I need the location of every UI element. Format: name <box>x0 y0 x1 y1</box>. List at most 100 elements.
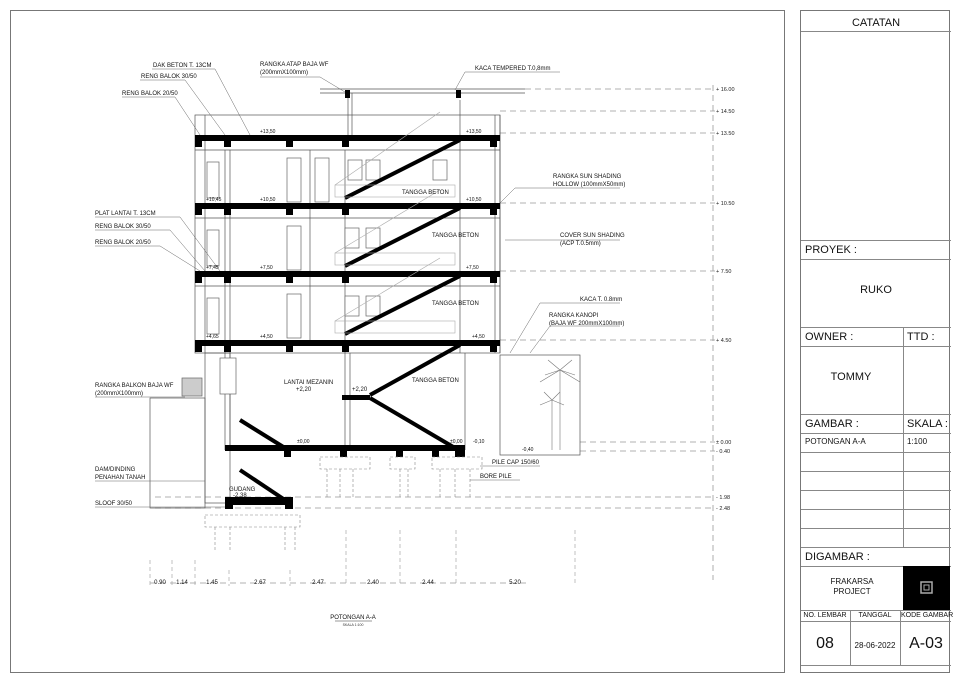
svg-text:2.67: 2.67 <box>254 580 266 586</box>
svg-text:+7,45: +7,45 <box>206 265 219 271</box>
leader-lines <box>95 68 620 508</box>
frakarsa-logo-icon <box>920 581 933 594</box>
svg-text:+ 14.50: + 14.50 <box>716 109 735 115</box>
svg-text:± 0.00: ± 0.00 <box>716 440 731 446</box>
svg-text:TANGGA BETON: TANGGA BETON <box>432 301 479 307</box>
svg-text:+ 10.50: + 10.50 <box>716 201 735 207</box>
svg-text:+7,50: +7,50 <box>466 265 479 271</box>
svg-text:+7,50: +7,50 <box>260 265 273 271</box>
kode-gambar-label: KODE GAMBAR <box>901 612 954 619</box>
svg-text:RANGKA SUN SHADING: RANGKA SUN SHADING <box>553 174 622 180</box>
digambar-value-1: FRAKARSA <box>830 577 874 586</box>
svg-text:RENG BALOK 20/50: RENG BALOK 20/50 <box>122 91 178 97</box>
dimension-ticks <box>149 530 576 586</box>
svg-text:1.45: 1.45 <box>206 580 218 586</box>
svg-text:+10,50: +10,50 <box>466 197 482 203</box>
svg-text:PILE CAP 150/60: PILE CAP 150/60 <box>492 460 540 466</box>
svg-text:±0,00: ±0,00 <box>297 439 310 445</box>
svg-text:-2,38: -2,38 <box>233 493 247 499</box>
elevation-marks: + 16.00 + 14.50 + 13.50 + 10.50 + 7.50 +… <box>716 87 735 512</box>
digambar-value-2: PROJECT <box>833 587 871 596</box>
svg-text:+ 4.50: + 4.50 <box>716 338 731 344</box>
title-block: CATATAN PROYEK : RUKO OWNER : TTD : TOMM… <box>800 10 954 673</box>
stair-handrails <box>334 111 456 334</box>
svg-text:RANGKA ATAP BAJA WF: RANGKA ATAP BAJA WF <box>260 62 329 68</box>
svg-text:- 2.48: - 2.48 <box>716 506 730 512</box>
svg-text:- 0.40: - 0.40 <box>716 449 730 455</box>
svg-text:TANGGA BETON: TANGGA BETON <box>402 190 449 196</box>
svg-text:+2,20: +2,20 <box>296 387 312 393</box>
annotations: DAK BETON T. 13CM RENG BALOK 30/50 RENG … <box>95 62 625 507</box>
owner-value: TOMMY <box>830 371 872 383</box>
svg-text:+10,50: +10,50 <box>260 197 276 203</box>
catatan-label: CATATAN <box>851 17 901 29</box>
svg-text:LANTAI MEZANIN: LANTAI MEZANIN <box>284 380 333 386</box>
svg-text:+ 13.50: + 13.50 <box>716 131 735 137</box>
svg-text:(BAJA WF 200mmX100mm): (BAJA WF 200mmX100mm) <box>549 321 624 327</box>
svg-text:RENG BALOK 30/50: RENG BALOK 30/50 <box>141 74 197 80</box>
proyek-label: PROYEK : <box>805 244 857 256</box>
svg-text:KACA T. 0.8mm: KACA T. 0.8mm <box>580 297 622 303</box>
svg-text:SLOOF 30/50: SLOOF 30/50 <box>95 501 133 507</box>
svg-text:(200mmX100mm): (200mmX100mm) <box>260 70 308 76</box>
tanggal-value: 28-06-2022 <box>854 641 896 650</box>
elevation-dashed-lines <box>150 85 715 584</box>
no-lembar-value: 08 <box>816 635 834 652</box>
svg-text:+4,50: +4,50 <box>260 334 273 340</box>
svg-text:HOLLOW (100mmX50mm): HOLLOW (100mmX50mm) <box>553 182 625 188</box>
dimension-values: 0.90 1.14 1.45 2.67 2.47 2.40 2.44 5.20 <box>154 580 521 586</box>
tanggal-label: TANGGAL <box>858 612 892 619</box>
svg-text:0.90: 0.90 <box>154 580 166 586</box>
svg-text:TANGGA BETON: TANGGA BETON <box>412 378 459 384</box>
svg-text:(200mmX100mm): (200mmX100mm) <box>95 391 143 397</box>
svg-text:+4,65: +4,65 <box>206 334 219 340</box>
svg-text:- 1.98: - 1.98 <box>716 495 730 501</box>
floor-level-labels: +13,50 +13,50 +10,45 +10,50 +10,50 +7,45… <box>206 129 534 453</box>
svg-text:RANGKA KANOPI: RANGKA KANOPI <box>549 313 599 319</box>
gambar-label: GAMBAR : <box>805 418 859 430</box>
structural-slabs <box>195 90 500 509</box>
svg-text:+10,45: +10,45 <box>206 197 222 203</box>
skala-label: SKALA : <box>907 418 948 430</box>
svg-text:(ACP T.0.5mm): (ACP T.0.5mm) <box>560 241 601 247</box>
owner-label: OWNER : <box>805 331 854 343</box>
palm-tree <box>539 359 581 450</box>
svg-text:COVER SUN SHADING: COVER SUN SHADING <box>560 233 625 239</box>
ttd-label: TTD : <box>907 331 935 343</box>
svg-text:+ 7.50: + 7.50 <box>716 269 731 275</box>
svg-text:±0,00: ±0,00 <box>450 439 463 445</box>
drawing-sheet-frame <box>10 10 785 673</box>
svg-text:DAM/DINDING: DAM/DINDING <box>95 467 136 473</box>
svg-text:2.44: 2.44 <box>422 580 434 586</box>
svg-text:-0,40: -0,40 <box>522 447 534 453</box>
svg-text:RENG BALOK 30/50: RENG BALOK 30/50 <box>95 224 151 230</box>
foundations <box>204 456 483 550</box>
svg-text:+4,50: +4,50 <box>472 334 485 340</box>
svg-text:RENG BALOK 20/50: RENG BALOK 20/50 <box>95 240 151 246</box>
svg-text:1.14: 1.14 <box>176 580 188 586</box>
company-logo <box>903 566 950 610</box>
svg-text:KACA TEMPERED T.0,8mm: KACA TEMPERED T.0,8mm <box>475 66 550 72</box>
svg-text:+13,50: +13,50 <box>466 129 482 135</box>
kode-gambar-value: A-03 <box>909 635 943 652</box>
windows <box>181 157 448 397</box>
svg-text:TANGGA BETON: TANGGA BETON <box>432 233 479 239</box>
svg-text:+13,50: +13,50 <box>260 129 276 135</box>
stairs <box>238 138 461 502</box>
svg-text:RANGKA BALKON BAJA WF: RANGKA BALKON BAJA WF <box>95 383 174 389</box>
svg-text:PLAT LANTAI T. 13CM: PLAT LANTAI T. 13CM <box>95 211 156 217</box>
svg-text:+2,20: +2,20 <box>352 387 368 393</box>
proyek-value: RUKO <box>860 284 892 296</box>
svg-text:DAK BETON T. 13CM: DAK BETON T. 13CM <box>153 63 211 69</box>
svg-text:+ 16.00: + 16.00 <box>716 87 735 93</box>
gambar-value: POTONGAN A-A <box>805 437 866 446</box>
svg-text:-0,10: -0,10 <box>473 439 485 445</box>
digambar-label: DIGAMBAR : <box>805 551 870 563</box>
svg-text:2.40: 2.40 <box>367 580 379 586</box>
no-lembar-label: NO. LEMBAR <box>803 612 847 619</box>
svg-text:GUDANG: GUDANG <box>229 487 256 493</box>
svg-text:2.47: 2.47 <box>312 580 324 586</box>
drawing-scale: SKALA 1:100 <box>343 623 364 627</box>
skala-value: 1:100 <box>907 437 928 446</box>
section-drawing: + 16.00 + 14.50 + 13.50 + 10.50 + 7.50 +… <box>95 62 735 627</box>
